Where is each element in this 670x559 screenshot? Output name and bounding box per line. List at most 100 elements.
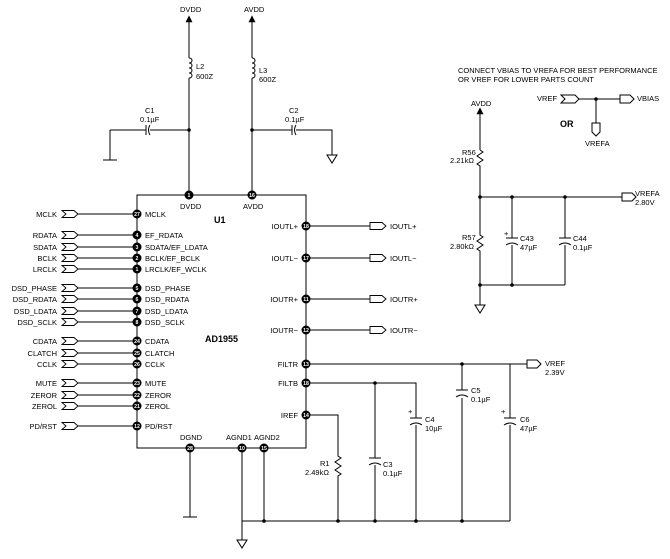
left-pin-name: ZEROR: [145, 391, 172, 400]
left-pin-num: 23: [134, 381, 140, 387]
pin-dgnd-name: DGND: [180, 433, 203, 442]
right-net-label: IOUTL−: [390, 254, 417, 263]
pin-agnd2-num: 15: [261, 446, 267, 452]
pin-agnd1-num: 10: [239, 446, 245, 452]
net-flag: [60, 337, 79, 345]
left-pin-num: 21: [134, 404, 140, 410]
left-net-label: CCLK: [37, 360, 57, 369]
left-net-label: CLATCH: [28, 349, 57, 358]
c5-ref: C5: [471, 386, 481, 395]
left-pin-num: 24: [134, 339, 140, 345]
left-pin-num: 7: [136, 309, 139, 315]
vref-output: VREF 2.39V C5 0.1µF + C6 47µF: [310, 359, 565, 521]
right-pin-num: 11: [303, 297, 309, 303]
right-net-label: IOUTR+: [390, 295, 418, 304]
net-flag: [60, 243, 79, 251]
vrefa-divider: AVDD R56 2.21kΩ R57 2.80kΩ VREFA 2.80V +…: [450, 99, 660, 314]
ic-ref: U1: [214, 215, 226, 225]
left-pin-name: MCLK: [145, 210, 166, 219]
l2-value: 600Z: [196, 72, 214, 81]
vref-out-value: 2.39V: [545, 368, 565, 377]
left-pin-num: 4: [136, 233, 139, 239]
net-flag: [369, 326, 387, 334]
c44-ref: C44: [573, 234, 587, 243]
right-pin-name: IOUTL+: [272, 222, 299, 231]
net-flag: [369, 222, 387, 230]
c3-ref: C3: [383, 460, 393, 469]
ic-right-pins: 18IOUTL+IOUTL+17IOUTL−IOUTL−11IOUTR+IOUT…: [270, 221, 418, 420]
net-flag: [60, 391, 79, 399]
right-pin-name: FILTB: [278, 379, 298, 388]
net-flag: [60, 379, 79, 387]
net-flag: [60, 422, 79, 430]
c1-value: 0.1µF: [140, 115, 160, 124]
right-pin-num: 14: [303, 413, 309, 419]
left-pin-name: DSD_RDATA: [145, 295, 189, 304]
right-pin-num: 18: [303, 381, 309, 387]
right-pin-num: 17: [303, 256, 309, 262]
net-flag: [60, 307, 79, 315]
net-flag: [60, 231, 79, 239]
r1-value: 2.49kΩ: [305, 468, 329, 477]
c2-ref: C2: [289, 106, 299, 115]
left-pin-num: 3: [136, 245, 139, 251]
left-pin-num: 26: [134, 362, 140, 368]
left-net-label: DSD_RDATA: [13, 295, 57, 304]
svg-text:+: +: [501, 407, 506, 416]
left-pin-name: DSD_PHASE: [145, 284, 190, 293]
right-pin-name: IOUTR+: [270, 295, 298, 304]
left-net-label: BCLK: [37, 254, 57, 263]
net-flag: [60, 265, 79, 273]
r56-value: 2.21kΩ: [450, 156, 474, 165]
left-pin-num: 27: [134, 212, 140, 218]
left-pin-name: ZEROL: [145, 402, 170, 411]
r57-value: 2.80kΩ: [450, 242, 474, 251]
left-pin-name: EF_RDATA: [145, 231, 183, 240]
left-pin-name: SDATA/EF_LDATA: [145, 243, 208, 252]
analog-ground-bus: [236, 452, 510, 549]
left-net-label: RDATA: [33, 231, 57, 240]
vref-out-label: VREF: [545, 359, 565, 368]
right-pin-5: 18 FILTB: [278, 378, 311, 388]
note-line1: CONNECT VBIAS TO VREFA FOR BEST PERFORMA…: [458, 66, 658, 75]
right-net-label: IOUTL+: [390, 222, 417, 231]
left-pin-num: 22: [134, 393, 140, 399]
ic-bottom-pins: DGND 28 AGND1 10 AGND2 15: [180, 433, 280, 518]
left-pin-name: CLATCH: [145, 349, 174, 358]
right-net-label: IOUTR−: [390, 326, 418, 335]
left-net-label: DSD_SCLK: [17, 318, 57, 327]
net-flag: [60, 318, 79, 326]
avdd-label: AVDD: [244, 5, 265, 14]
left-pin-name: MUTE: [145, 379, 166, 388]
r57-ref: R57: [462, 233, 476, 242]
c2-value: 0.1µF: [285, 115, 305, 124]
capacitor-c2: C2 0.1µF: [250, 106, 338, 164]
right-pin-num: 18: [303, 224, 309, 230]
left-net-label: MCLK: [36, 210, 57, 219]
left-net-label: ZEROR: [31, 391, 58, 400]
left-pin-13: 22 ZEROR ZEROR: [31, 390, 172, 400]
left-pin-name: DSD_LDATA: [145, 307, 188, 316]
left-net-label: DSD_LDATA: [14, 307, 57, 316]
right-pin-num: 12: [303, 328, 309, 334]
net-flag: [60, 349, 79, 357]
left-net-label: LRCLK: [33, 265, 57, 274]
left-net-label: ZEROL: [32, 402, 57, 411]
pin-dvdd-name: DVDD: [180, 202, 202, 211]
filtb-network: C3 0.1µF + C4 10µF: [310, 381, 443, 521]
left-pin-1: 4 EF_RDATA RDATA: [33, 230, 183, 240]
c3-value: 0.1µF: [383, 469, 403, 478]
left-pin-name: LRCLK/EF_WCLK: [145, 265, 207, 274]
avdd-supply: AVDD: [244, 5, 265, 58]
ic-part: AD1955: [205, 334, 238, 344]
net-flag: [60, 210, 79, 218]
vref-in-label: VREF: [537, 94, 557, 103]
